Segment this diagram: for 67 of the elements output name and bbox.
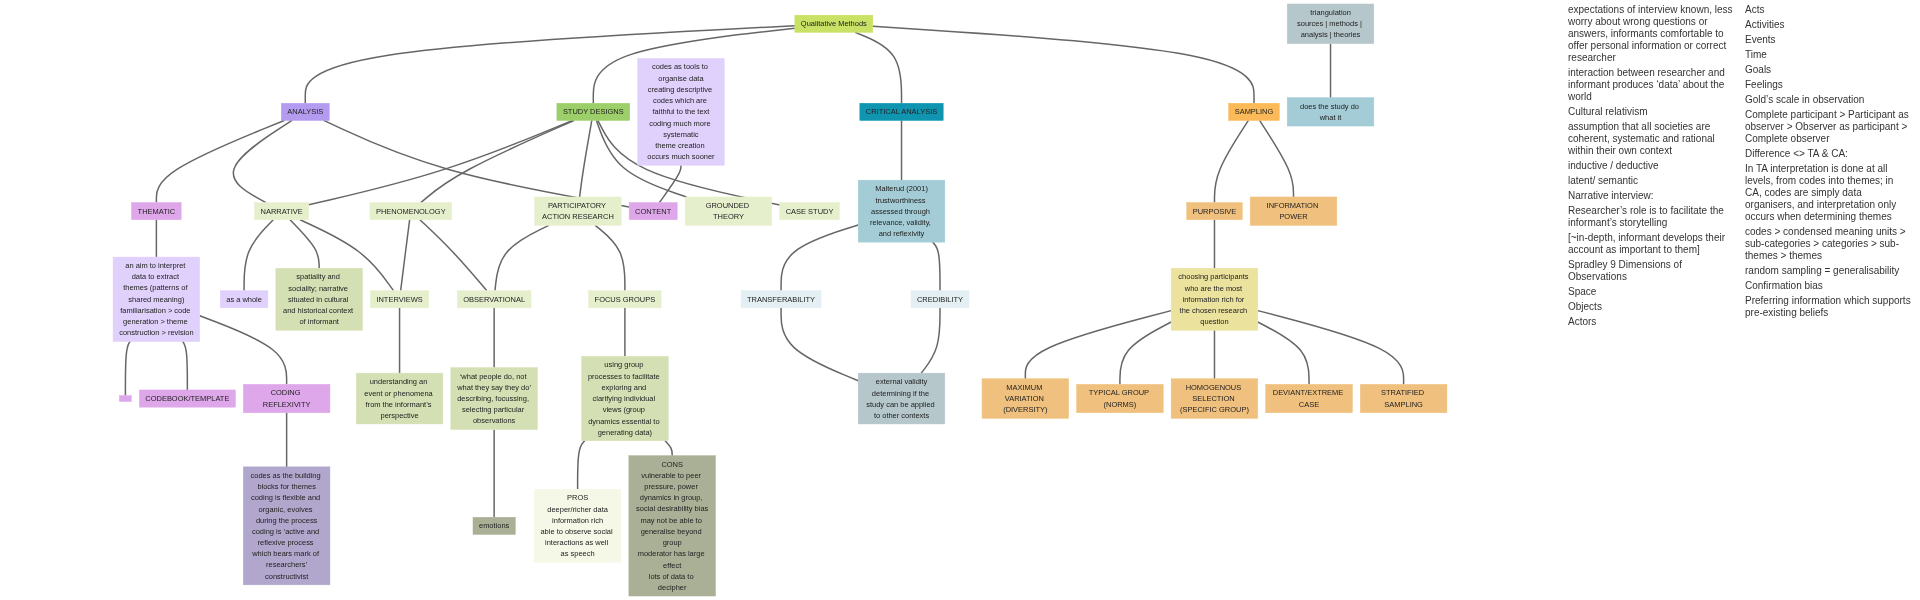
note-text: Difference <> TA & CA: bbox=[1745, 148, 1849, 160]
note-text: Spradley 9 Dimensions of Observations bbox=[1568, 259, 1683, 283]
note-text: Confirmation bias bbox=[1745, 280, 1824, 292]
connector bbox=[494, 224, 550, 292]
connector bbox=[304, 25, 796, 105]
note-text: Feelings bbox=[1745, 79, 1784, 91]
note-text: Complete participant > Participant as observer > Observer as participant > Complete observer bbox=[1745, 109, 1910, 145]
connector bbox=[595, 119, 688, 198]
connector bbox=[493, 428, 495, 518]
connector bbox=[1329, 42, 1332, 99]
note-text: Activities bbox=[1745, 19, 1786, 31]
connector bbox=[900, 119, 903, 181]
connector bbox=[1258, 119, 1295, 198]
connector bbox=[243, 219, 274, 292]
note-text: Actors bbox=[1568, 316, 1598, 328]
connector bbox=[1213, 219, 1216, 269]
connector bbox=[931, 241, 941, 292]
note-text: Goals bbox=[1745, 64, 1773, 76]
connector bbox=[920, 307, 941, 374]
note-text: Gold’s scale in observation bbox=[1745, 94, 1866, 106]
note-text: Objects bbox=[1568, 301, 1603, 313]
note-text: latent/ semantic bbox=[1568, 175, 1640, 187]
connector bbox=[124, 340, 131, 397]
connector bbox=[1024, 309, 1172, 380]
connector bbox=[289, 219, 320, 269]
note-text: [~in-depth, informant develops their account as important to them] bbox=[1568, 232, 1727, 256]
connector bbox=[780, 224, 859, 292]
connector bbox=[854, 31, 903, 105]
note-text: Preferring information which supports pre-existing beliefs bbox=[1745, 295, 1912, 319]
connector bbox=[155, 219, 158, 258]
note-text: Narrative interview: bbox=[1568, 190, 1655, 202]
connector bbox=[658, 164, 682, 204]
connector bbox=[232, 119, 293, 204]
node-box bbox=[119, 395, 132, 402]
note-text: random sampling = generalisability bbox=[1745, 265, 1901, 277]
connector bbox=[592, 27, 796, 105]
connector bbox=[493, 307, 495, 369]
connector bbox=[285, 412, 288, 468]
connector bbox=[299, 219, 395, 292]
connector bbox=[398, 307, 401, 374]
connector bbox=[419, 219, 488, 292]
connector bbox=[399, 219, 411, 292]
note-text: Events bbox=[1745, 34, 1777, 46]
connector bbox=[155, 119, 285, 204]
connector bbox=[1257, 309, 1405, 386]
connector bbox=[624, 307, 626, 358]
connector bbox=[664, 440, 673, 457]
note-text: Researcher’s role is to facilitate the informant’s storytelling bbox=[1568, 205, 1725, 229]
note-text: Cultural relativism bbox=[1568, 106, 1649, 118]
connector bbox=[872, 25, 1255, 105]
note-text: Acts bbox=[1745, 4, 1766, 16]
connector bbox=[1119, 321, 1172, 386]
connector bbox=[1213, 119, 1250, 204]
note-text: Time bbox=[1745, 49, 1768, 61]
note-text: inductive / deductive bbox=[1568, 160, 1660, 172]
connector bbox=[576, 440, 586, 490]
connector bbox=[1257, 321, 1310, 386]
connector bbox=[578, 119, 593, 198]
note-text: interaction between researcher and informant produces ‘data’ about the world bbox=[1568, 67, 1726, 103]
connector bbox=[420, 119, 575, 204]
connector bbox=[198, 315, 288, 386]
connector bbox=[1213, 329, 1216, 380]
note-text: Space bbox=[1568, 286, 1598, 298]
connector bbox=[181, 340, 189, 391]
connector bbox=[594, 224, 626, 292]
connector bbox=[307, 119, 574, 206]
connector bbox=[780, 307, 859, 382]
